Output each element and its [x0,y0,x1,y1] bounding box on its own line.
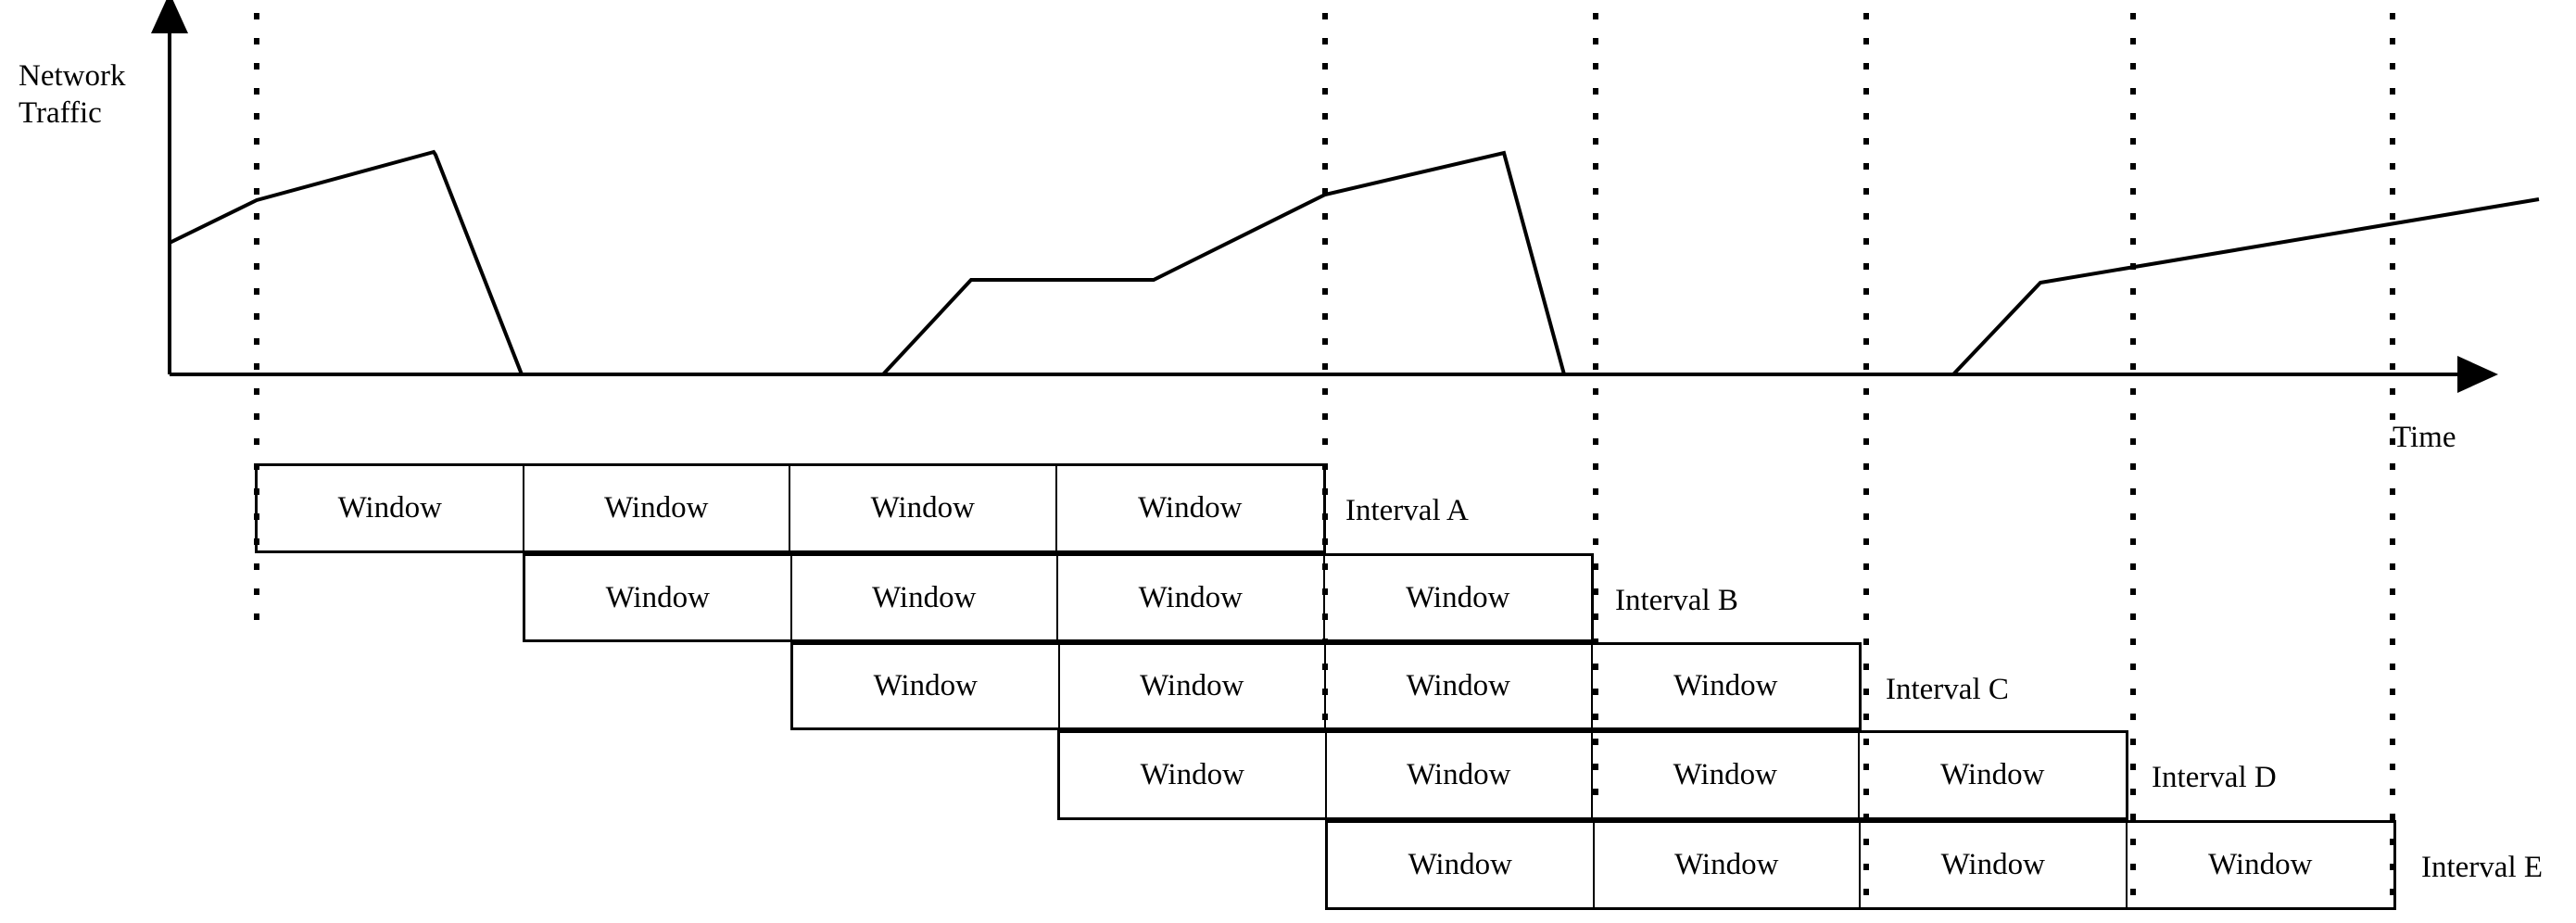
interval-label: Interval C [1886,673,2009,706]
window-cell[interactable]: Window [1060,645,1326,727]
x-axis-label: Time [2393,421,2456,454]
window-cell[interactable]: Window [1593,733,1860,817]
window-cell[interactable]: Window [1406,580,1510,614]
window-cell[interactable]: Window [1940,758,2045,791]
window-cell[interactable]: Window [525,556,792,639]
window-cell[interactable]: Window [1861,823,2128,907]
window-cell[interactable]: Window [2208,848,2313,881]
window-cell[interactable]: Window [258,466,524,550]
window-cell[interactable]: Window [1327,733,1593,817]
window-cell[interactable]: Window [790,466,1057,550]
window-cell[interactable]: Window [792,556,1058,639]
window-cell[interactable]: Window [1326,645,1593,727]
interval-label: Interval D [2152,761,2277,794]
window-cell[interactable]: Window [1673,669,1778,702]
window-cell[interactable]: Window [1138,491,1243,525]
y-axis-label: Network Traffic [19,59,126,130]
interval-label: Interval B [1615,584,1738,617]
interval-label: Interval E [2421,851,2544,884]
window-cell[interactable]: Window [1595,823,1861,907]
interval-label: Interval A [1345,494,1469,527]
window-cell[interactable]: Window [793,645,1060,727]
window-cell[interactable]: Window [1328,823,1595,907]
window-cell[interactable]: Window [524,466,790,550]
interval-boundary-lines [254,13,2395,901]
window-cell[interactable]: Window [1060,733,1327,817]
traffic-curve [169,149,2540,376]
window-cell[interactable]: Window [1058,556,1325,639]
